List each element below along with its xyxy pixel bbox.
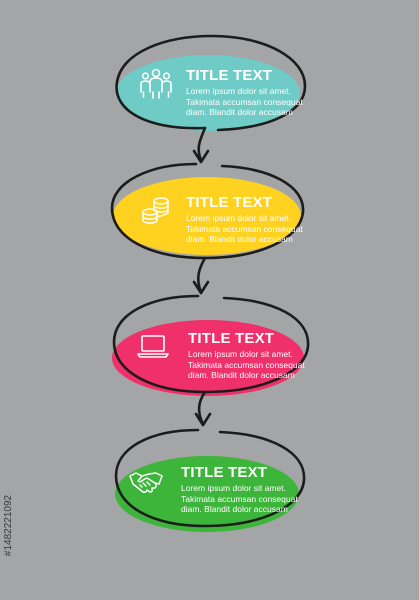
step-1-line-1: Lorem ipsum dolor sit amet. [186, 86, 291, 96]
step-1-outline [115, 34, 307, 132]
step-4: TITLE TEXT Lorem ipsum dolor sit amet. T… [0, 462, 419, 572]
handshake-icon [129, 472, 163, 493]
step-1: TITLE TEXT Lorem ipsum dolor sit amet. T… [0, 62, 419, 172]
step-4-line-2: Takimata accumsan consequat [181, 493, 298, 504]
step-1-title: TITLE TEXT [186, 67, 273, 84]
arrow-head-1 [192, 149, 210, 164]
arrow-head-2 [192, 280, 210, 295]
step-3-line-3: diam. Blandit dolor accusam [188, 370, 295, 380]
step-2-title: TITLE TEXT [186, 194, 273, 211]
coin-stack-icon [142, 197, 169, 224]
step-1-line-3: diam. Blandit dolor accusam [186, 107, 293, 117]
laptop-icon [137, 335, 169, 358]
step-3-title: TITLE TEXT [188, 330, 275, 347]
step-2-line-2: Takimata accumsan consequat [186, 223, 303, 234]
step-3-line-2: Takimata accumsan consequat [188, 359, 305, 370]
people-group-icon [140, 68, 172, 99]
connector-1 [197, 126, 207, 162]
step-2-line-1: Lorem ipsum dolor sit amet. [186, 213, 291, 223]
step-4-outline [114, 428, 306, 528]
stock-id: #1482221092 [2, 455, 16, 595]
step-2: TITLE TEXT Lorem ipsum dolor sit amet. T… [0, 188, 419, 298]
step-2-line-3: diam. Blandit dolor accusam [186, 234, 293, 244]
step-4-line-1: Lorem ipsum dolor sit amet. [181, 483, 286, 493]
step-3-fill [112, 320, 304, 396]
arrow-head-3 [194, 412, 212, 427]
step-4-title: TITLE TEXT [181, 464, 268, 481]
step-3-line-1: Lorem ipsum dolor sit amet. [188, 349, 293, 359]
step-1-shape [115, 34, 307, 132]
step-2-fill [113, 177, 301, 255]
step-1-fill [116, 55, 300, 131]
step-3: TITLE TEXT Lorem ipsum dolor sit amet. T… [0, 326, 419, 436]
step-1-line-2: Takimata accumsan consequat [186, 96, 303, 107]
stock-id-text: #1482221092 [3, 494, 15, 556]
step-4-line-3: diam. Blandit dolor accusam [181, 504, 288, 514]
